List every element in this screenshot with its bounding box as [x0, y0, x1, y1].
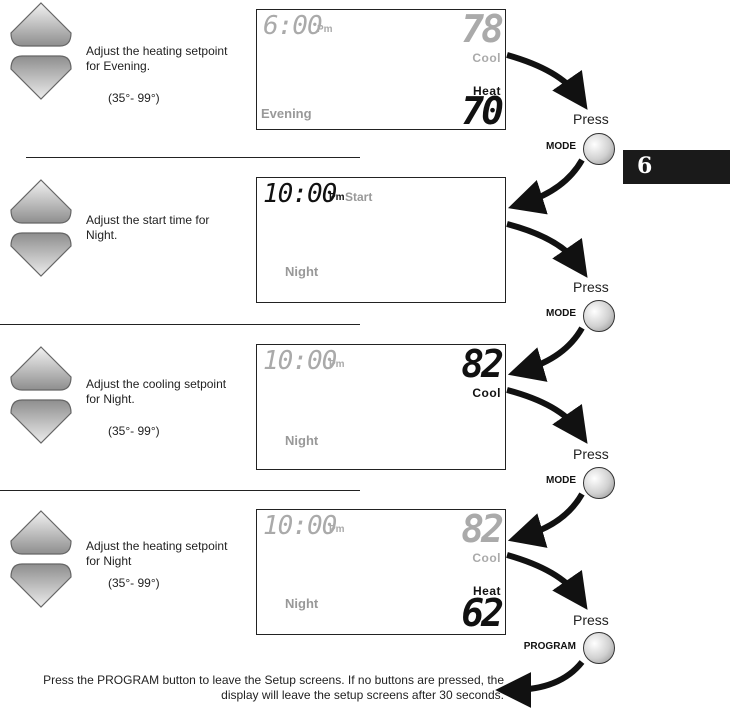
- step-instruction: Adjust the heating setpoint for Night: [86, 539, 228, 568]
- up-arrow-button-icon[interactable]: [10, 179, 72, 224]
- down-arrow-button-icon[interactable]: [10, 563, 72, 608]
- setpoint-range: (35°- 99°): [108, 424, 160, 438]
- time-readout: 10:00: [263, 346, 337, 376]
- cool-label: Cool: [472, 386, 501, 400]
- curved-arrow-icon: [507, 326, 585, 382]
- time-readout: 10:00: [263, 511, 337, 541]
- divider: [26, 157, 360, 158]
- heat-label: Heat: [472, 584, 501, 598]
- curved-arrow-icon: [506, 552, 588, 610]
- period-label: Night: [285, 264, 319, 279]
- lcd-display: 10:00 Pm 82 Cool Night: [256, 344, 506, 470]
- cool-label: Cool: [472, 551, 501, 565]
- footer-note: Press the PROGRAM button to leave the Se…: [43, 673, 504, 702]
- up-down-buttons: [10, 2, 72, 100]
- mode-button[interactable]: [583, 133, 615, 165]
- program-button-label: PROGRAM: [523, 641, 576, 652]
- down-arrow-button-icon[interactable]: [10, 55, 72, 100]
- up-arrow-button-icon[interactable]: [10, 346, 72, 391]
- ampm-indicator: Pm: [317, 24, 333, 35]
- lcd-display: 6:00 Pm 78 Cool Heat 70 Evening: [256, 9, 506, 130]
- step-instruction: Adjust the heating setpoint for Evening.: [86, 44, 228, 73]
- press-label: Press: [573, 111, 609, 127]
- mode-button-label: MODE: [546, 475, 576, 486]
- ampm-indicator: Pm: [329, 192, 345, 203]
- period-label: Night: [285, 433, 319, 448]
- period-label: Evening: [261, 106, 312, 121]
- step-instruction: Adjust the cooling setpoint for Night.: [86, 377, 227, 406]
- time-readout: 6:00: [263, 11, 323, 41]
- setpoint-range: (35°- 99°): [108, 91, 160, 105]
- divider: [0, 490, 360, 491]
- ampm-indicator: Pm: [329, 524, 345, 535]
- cool-setpoint: 82: [461, 342, 504, 386]
- heat-setpoint: 70: [461, 89, 504, 133]
- curved-arrow-icon: [506, 52, 588, 110]
- ampm-indicator: Pm: [329, 359, 345, 370]
- curved-arrow-icon: [506, 387, 588, 444]
- heat-label: Heat: [472, 84, 501, 98]
- cool-label: Cool: [472, 51, 501, 65]
- mode-button-label: MODE: [546, 308, 576, 319]
- time-readout: 10:00: [263, 179, 337, 209]
- setpoint-range: (35°- 99°): [108, 576, 160, 590]
- up-down-buttons: [10, 510, 72, 608]
- down-arrow-button-icon[interactable]: [10, 399, 72, 444]
- press-label: Press: [573, 612, 609, 628]
- lcd-display: 10:00 Pm 82 Cool Heat 62 Night: [256, 509, 506, 635]
- page-number: 6: [637, 153, 653, 179]
- heat-setpoint: 62: [461, 591, 504, 635]
- period-label: Night: [285, 596, 319, 611]
- mode-button-label: MODE: [546, 141, 576, 152]
- curved-arrow-icon: [495, 660, 585, 708]
- up-arrow-button-icon[interactable]: [10, 510, 72, 555]
- curved-arrow-icon: [506, 221, 588, 278]
- curved-arrow-icon: [507, 158, 585, 215]
- up-down-buttons: [10, 179, 72, 277]
- mode-button[interactable]: [583, 300, 615, 332]
- divider: [0, 324, 360, 325]
- curved-arrow-icon: [507, 492, 585, 548]
- cool-setpoint: 82: [461, 507, 504, 551]
- page-number-tab: 6: [623, 150, 730, 184]
- up-arrow-button-icon[interactable]: [10, 2, 72, 47]
- press-label: Press: [573, 446, 609, 462]
- mode-button[interactable]: [583, 467, 615, 499]
- press-label: Press: [573, 279, 609, 295]
- start-label: Start: [345, 190, 373, 204]
- lcd-display: 10:00 Pm Start Night: [256, 177, 506, 303]
- down-arrow-button-icon[interactable]: [10, 232, 72, 277]
- up-down-buttons: [10, 346, 72, 444]
- step-instruction: Adjust the start time for Night.: [86, 213, 210, 242]
- cool-setpoint: 78: [461, 7, 504, 51]
- program-button[interactable]: [583, 632, 615, 664]
